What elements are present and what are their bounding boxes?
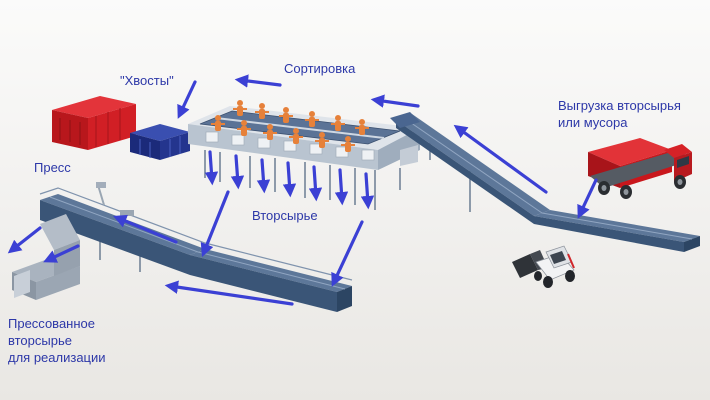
arrow-unloading [577,178,598,219]
arrow-sorting [234,74,282,88]
arrow-chute-3 [256,158,271,194]
arrow-press-incline [113,214,178,244]
label-unloading-line1: Выгрузка вторсырья [558,98,681,113]
waste-container-icon [52,96,136,150]
recyclables-conveyor [39,187,353,312]
label-press: Пресс [34,160,71,175]
flow-arrows [7,74,598,306]
label-unloading-line2: или мусора [558,115,628,130]
label-recyclables: Вторсырье [252,208,318,223]
label-pressed-line2: вторсырье [8,333,72,348]
arrow-feed-top [370,94,420,108]
arrow-chute-2 [230,154,245,190]
arrow-chute-6 [334,168,349,206]
label-pressed-line3: для реализации [8,350,106,365]
arrow-press-out-1 [7,226,42,254]
arrow-down-left [200,190,230,257]
label-sorting: Сортировка [284,61,356,76]
sorting-platform [188,106,420,210]
arrow-press-out-2 [43,244,80,263]
arrow-chute-1 [204,150,219,186]
arrow-chute-7 [360,172,375,210]
feed-conveyor [390,112,700,252]
sorting-workers [211,100,369,152]
arrow-chute-4 [282,161,297,198]
skid-steer-loader-icon [512,245,575,288]
label-pressed-line1: Прессованное [8,316,95,331]
dump-truck-icon [588,138,692,199]
arrow-down-right [331,220,364,287]
arrow-feed-incline [453,124,548,194]
arrow-bottom-conveyor [164,280,294,306]
label-tails: "Хвосты" [120,73,174,88]
arrow-chute-5 [308,165,323,202]
baling-press-icon [12,182,134,300]
arrow-tails [177,80,197,119]
tails-bin [130,124,190,160]
